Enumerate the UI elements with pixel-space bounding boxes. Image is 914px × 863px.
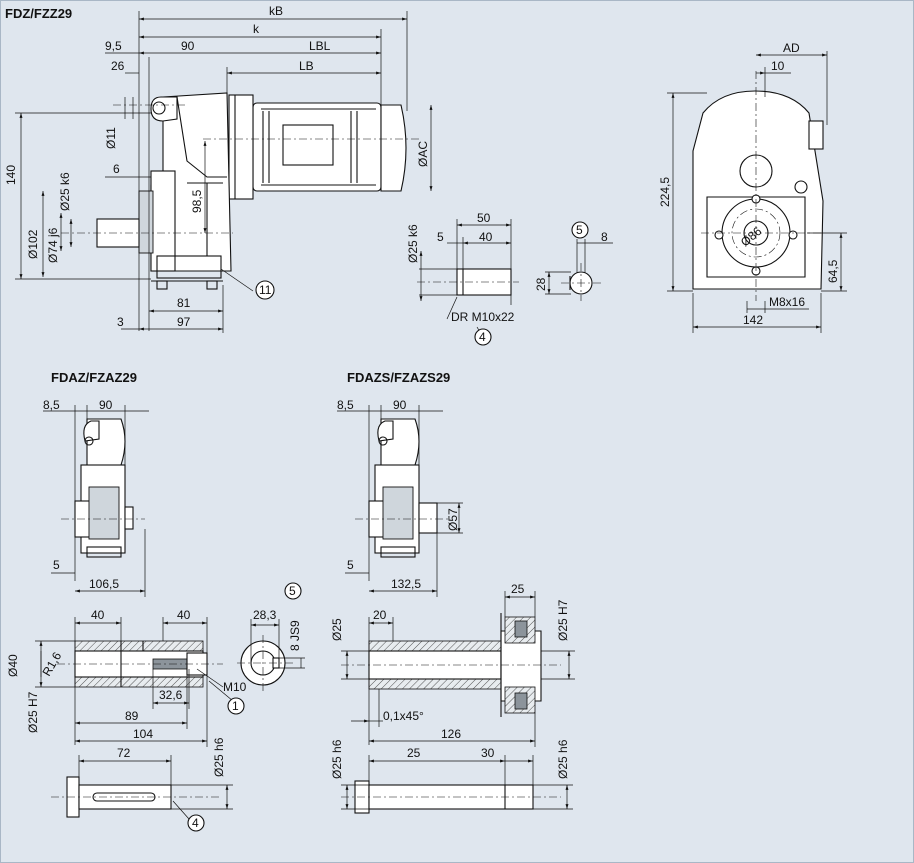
dim-shrink-25: 25 — [511, 582, 525, 596]
dim-hollow-89: 89 — [125, 709, 139, 723]
shrink-disk-section — [341, 591, 575, 747]
dim-shaft2-dia-25-h6-left: Ø25 h6 — [330, 739, 344, 779]
side-end-view — [667, 51, 847, 333]
dim-LBL: LBL — [309, 39, 331, 53]
dim-shrink-dia-25: Ø25 — [330, 618, 344, 641]
dim-3: 3 — [117, 315, 124, 329]
callout-5: 5 — [576, 223, 583, 237]
dim-90: 90 — [181, 39, 195, 53]
dim-hollow-32-6: 32,6 — [159, 688, 183, 702]
dim-AD: AD — [783, 41, 800, 55]
hollow-labels: 5 40 40 28,3 8 JS9 Ø40 R1,6 Ø25 H7 32,6 … — [6, 584, 302, 741]
hollow-end-view — [237, 619, 305, 691]
dim-key-50: 50 — [477, 211, 491, 225]
callout-11-circle — [255, 280, 275, 300]
dim-64-5: 64,5 — [826, 259, 840, 283]
dim-k: k — [253, 22, 260, 36]
hollow-shaft-section — [35, 582, 302, 747]
dim-shaft-72: 72 — [117, 746, 131, 760]
dim-dia-74-j6: Ø74 j6 — [46, 227, 60, 263]
dim-key-5: 5 — [437, 230, 444, 244]
dim-hollow-dia-25-h7: Ø25 H7 — [26, 691, 40, 733]
dim-140: 140 — [4, 165, 18, 185]
dim-dia-25-k6: Ø25 k6 — [58, 172, 72, 211]
dim-97: 97 — [177, 315, 191, 329]
plain-shaft-view — [341, 755, 573, 814]
plain-shaft-labels: Ø25 h6 25 30 Ø25 h6 — [330, 739, 570, 779]
dim-shaft2-25: 25 — [407, 746, 421, 760]
dim-shrink-20: 20 — [373, 608, 387, 622]
title-fdazs-fzazs29: FDAZS/FZAZS29 — [347, 370, 450, 385]
callout-4-shaft-circle — [187, 814, 205, 832]
dim-side-10: 10 — [771, 59, 785, 73]
shaft-key-detail — [417, 219, 613, 346]
title-fdaz-fzaz29: FDAZ/FZAZ29 — [51, 370, 137, 385]
title-fdz-fzz29: FDZ/FZZ29 — [5, 6, 72, 21]
dim-shrink-chamfer: 0,1x45° — [383, 709, 424, 723]
dim-key-40: 40 — [479, 230, 493, 244]
keyed-shaft-labels: 72 Ø25 h6 4 — [117, 737, 226, 830]
callout-4-shaft: 4 — [192, 816, 199, 830]
dim-dia-102: Ø102 — [26, 229, 40, 259]
dim-142: 142 — [743, 313, 763, 327]
dim-9-5: 9,5 — [105, 39, 122, 53]
dim-dia-11: Ø11 — [104, 127, 118, 149]
key-detail-labels: Ø25 k6 50 5 40 28 8 DR M10x22 4 5 — [406, 211, 608, 344]
fdaz-labels: 8,5 90 5 106,5 — [43, 398, 119, 591]
callout-1-circle — [227, 697, 245, 715]
dim-hollow-8-js9: 8 JS9 — [288, 620, 302, 651]
callout-5-hollow: 5 — [289, 584, 296, 598]
dim-fdaz-106-5: 106,5 — [89, 577, 119, 591]
dim-6: 6 — [113, 162, 120, 176]
dim-fdaz-8-5: 8,5 — [43, 398, 60, 412]
dim-thread-m10x22: DR M10x22 — [451, 310, 515, 324]
dim-hollow-28-3: 28,3 — [253, 608, 277, 622]
dim-26: 26 — [111, 59, 125, 73]
callout-4-circle — [474, 328, 492, 346]
main-gearmotor-view — [61, 92, 421, 290]
dim-shrink-126: 126 — [441, 727, 461, 741]
dim-shaft-dia-25-h6: Ø25 h6 — [212, 737, 226, 777]
main-view-dimensions — [15, 11, 433, 333]
dim-fdazs-8-5: 8,5 — [337, 398, 354, 412]
dim-fdazs-132-5: 132,5 — [391, 577, 421, 591]
callout-11: 11 — [259, 283, 272, 297]
main-view-dimension-labels: kB k 9,5 90 LBL 26 LB Ø11 140 6 Ø25 k6 9… — [4, 4, 430, 329]
dim-key-28: 28 — [534, 277, 548, 291]
fdazs-labels: 8,5 90 Ø57 5 132,5 — [337, 398, 460, 591]
dim-hollow-104: 104 — [133, 727, 153, 741]
callout-5-hollow-circle — [284, 582, 302, 600]
dim-hollow-40b: 40 — [177, 608, 191, 622]
dim-hollow-m10: M10 — [223, 680, 247, 694]
keyed-shaft-view — [51, 755, 233, 832]
dim-fdazs-dia-57: Ø57 — [446, 508, 460, 531]
dim-shaft2-dia-25-h6-right: Ø25 h6 — [556, 739, 570, 779]
dim-m8x16: M8x16 — [769, 295, 805, 309]
dim-fdaz-90: 90 — [99, 398, 113, 412]
dim-81: 81 — [177, 296, 191, 310]
dim-fdazs-5: 5 — [347, 558, 354, 572]
dim-dia-AC: ØAC — [416, 141, 430, 167]
fdazs-view — [337, 405, 463, 597]
dim-key-dia-25-k6: Ø25 k6 — [406, 224, 420, 263]
dim-224-5: 224,5 — [658, 177, 672, 207]
dim-kB: kB — [269, 4, 283, 18]
dim-LB: LB — [299, 59, 314, 73]
dim-shaft2-30: 30 — [481, 746, 495, 760]
callout-5-circle — [571, 221, 589, 239]
fdaz-view — [43, 405, 149, 597]
callout-1: 1 — [232, 699, 239, 713]
shrink-disk-labels: 25 Ø25 H7 20 Ø25 0,1x45° 126 — [330, 582, 570, 741]
dim-hollow-dia-40: Ø40 — [6, 654, 20, 677]
dim-shrink-dia-25-h7: Ø25 H7 — [556, 599, 570, 641]
dim-hollow-40a: 40 — [91, 608, 105, 622]
dim-fdaz-5: 5 — [53, 558, 60, 572]
dim-key-8: 8 — [601, 230, 608, 244]
dim-fdazs-90: 90 — [393, 398, 407, 412]
dim-98-5: 98,5 — [190, 189, 204, 213]
callout-4: 4 — [479, 330, 486, 344]
